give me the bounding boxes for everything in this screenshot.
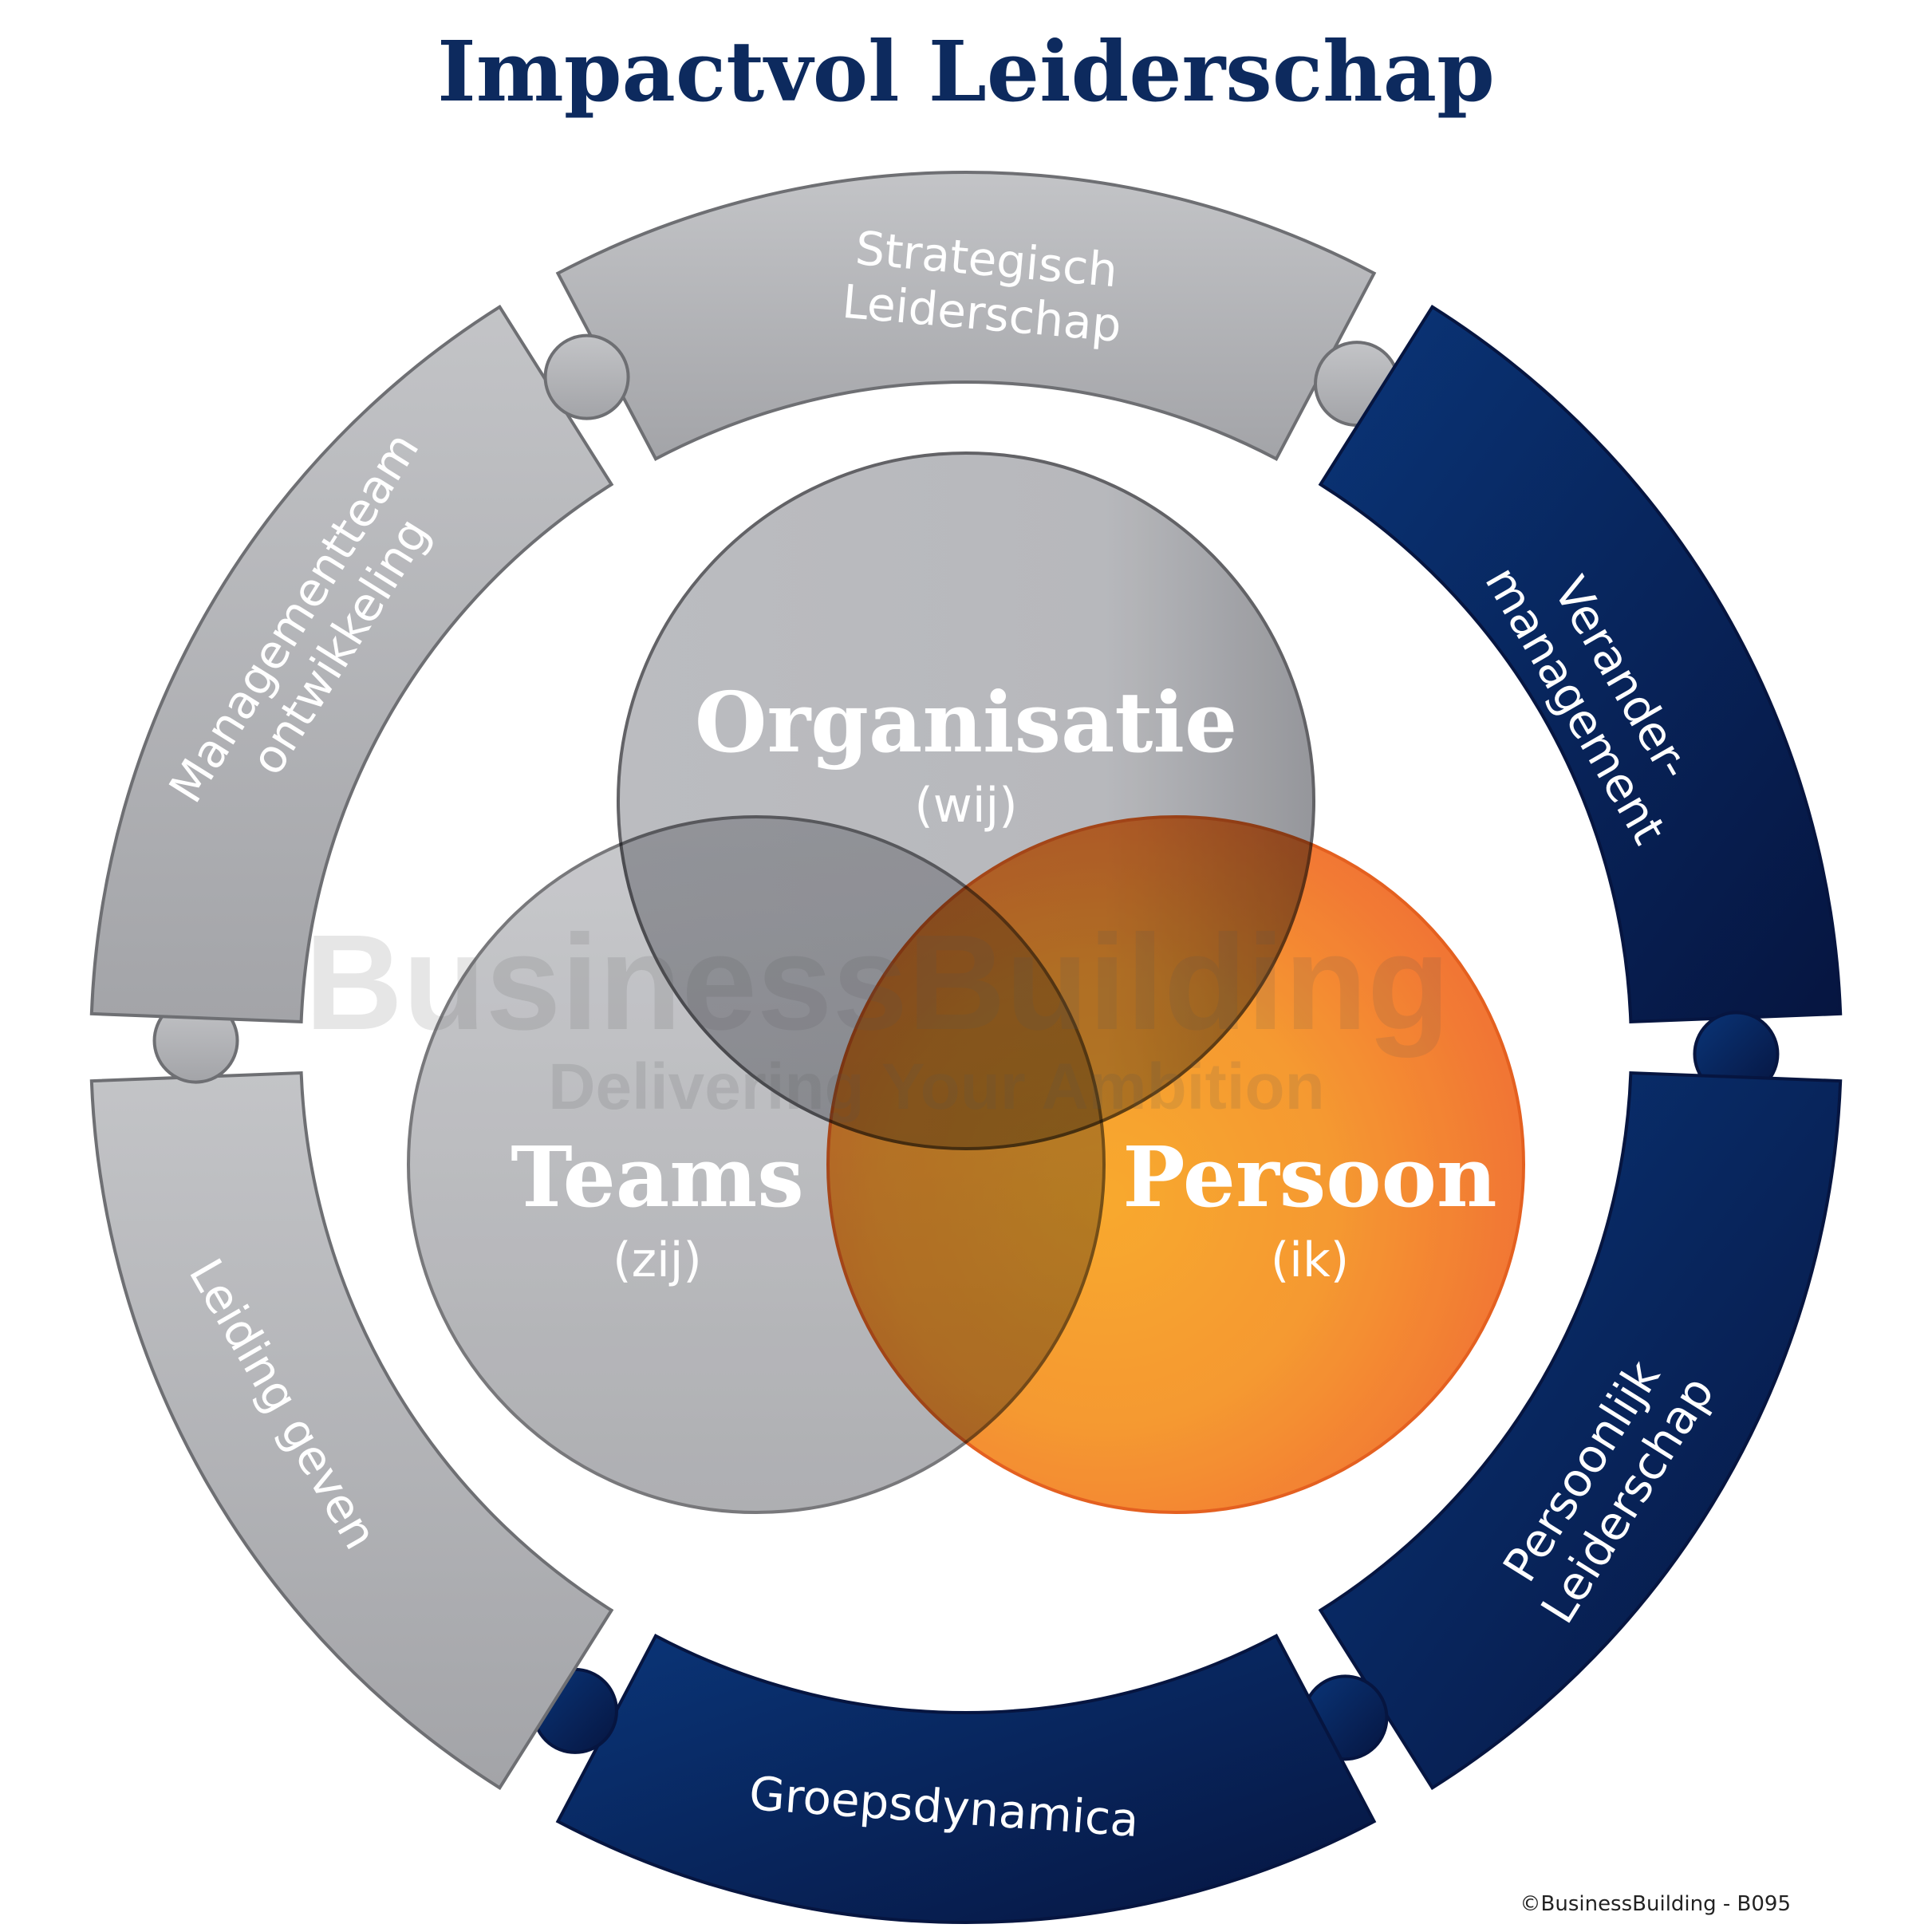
puzzle-ring [89,171,1843,1924]
teams-sub: (zij) [613,1232,702,1288]
segment-management [89,304,614,1024]
persoon-sub: (ik) [1271,1232,1349,1288]
segment-strategisch-label: Strategisch Leiderschap [840,221,1123,353]
segment-management-knob [543,333,630,420]
watermark-brand: BusinessBuilding [305,907,1450,1059]
circle-persoon [826,815,1525,1514]
watermark-tagline: Delivering Your Ambition [548,1051,1324,1123]
teams-label: Teams [511,1128,804,1226]
segment-persoonlijk [1318,1070,1843,1791]
persoon-label: Persoon [1122,1128,1496,1226]
segment-strategisch [555,171,1377,461]
organisatie-sub: (wij) [914,778,1017,834]
page-title: Impactvol Leiderschap [437,22,1495,120]
segment-leiding [89,1070,614,1791]
segment-verander [1318,304,1843,1024]
segment-groeps [555,1634,1377,1924]
copyright: ©BusinessBuilding - B095 [1520,1892,1792,1916]
venn-diagram [407,451,1525,1514]
organisatie-label: Organisatie [695,673,1237,771]
watermark: BusinessBuilding Delivering Your Ambitio… [305,907,1450,1123]
